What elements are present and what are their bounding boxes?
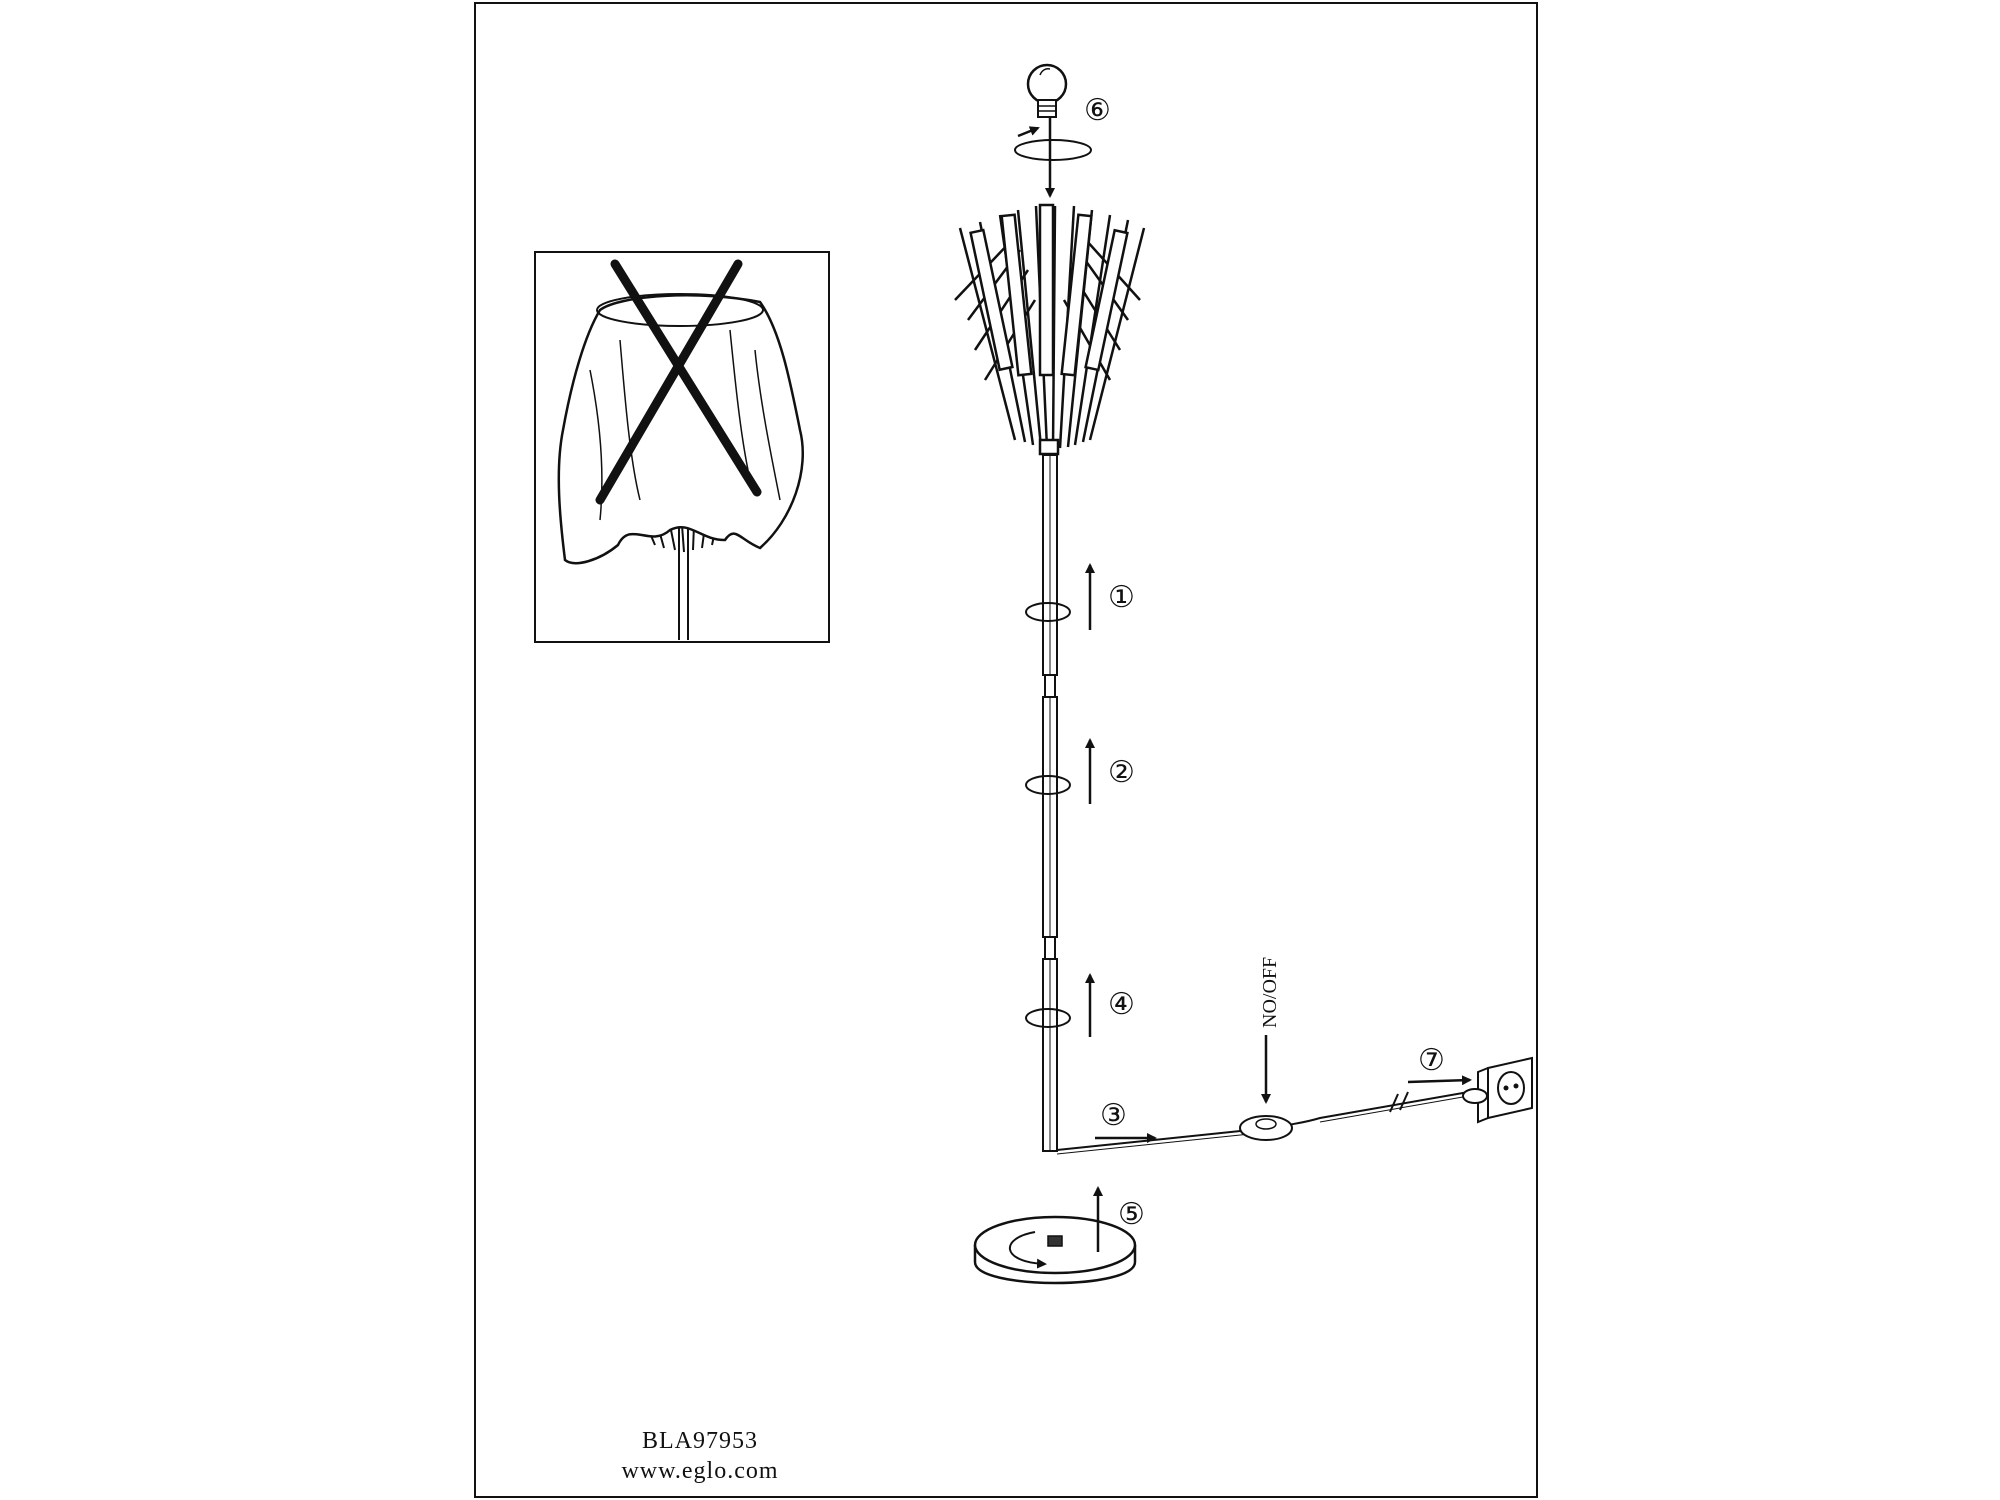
- website-url: www.eglo.com: [621, 1458, 779, 1484]
- wall-socket-icon: [1477, 1056, 1533, 1124]
- prohibition-cross-a: [610, 259, 762, 497]
- step2-number: ②: [1108, 755, 1135, 790]
- model-number: BLA97953: [642, 1428, 758, 1454]
- step3-number: ③: [1100, 1098, 1127, 1133]
- step5-number: ⑤: [1118, 1197, 1145, 1232]
- lamp-stem: [1042, 454, 1058, 1152]
- prohibition-cross-b: [595, 259, 743, 505]
- step1-twist-arrow: [1025, 602, 1071, 622]
- switch-label: NO/OFF: [1259, 957, 1281, 1028]
- lamp-shade: [954, 203, 1146, 456]
- lamp-base: [973, 1215, 1137, 1285]
- plug-icon: [1462, 1088, 1488, 1104]
- step5-twist-arrow: [1008, 1231, 1047, 1269]
- step6-number: ⑥: [1084, 93, 1111, 128]
- bulb-icon: [1026, 63, 1068, 118]
- step2-twist-arrow: [1025, 775, 1071, 795]
- step4-twist-arrow: [1025, 1008, 1071, 1028]
- step7-number: ⑦: [1418, 1043, 1445, 1078]
- page-frame: [474, 2, 1538, 1498]
- step4-number: ④: [1108, 987, 1135, 1022]
- bulb-twist-arrow: [1014, 139, 1092, 161]
- inline-switch: [1239, 1115, 1293, 1141]
- step7-plug-arrow: [1407, 1075, 1472, 1086]
- no-cover-shade-warning-icon: [534, 251, 830, 643]
- cloth-drape: [557, 294, 804, 565]
- step1-number: ①: [1108, 580, 1135, 615]
